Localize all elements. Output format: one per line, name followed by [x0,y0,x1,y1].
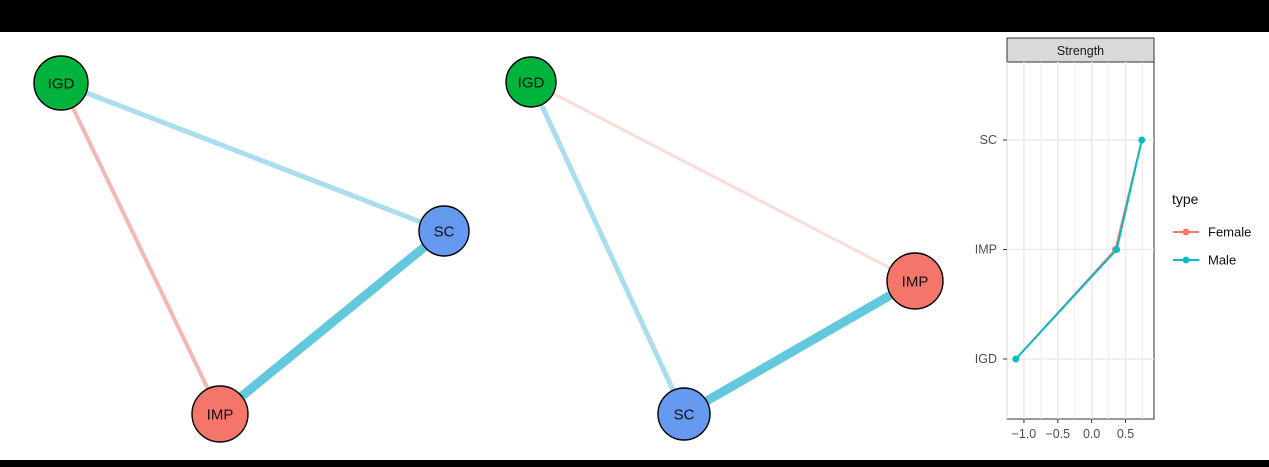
y-axis-tick-label-igd: IGD [975,352,997,366]
legend-key-point-male [1182,256,1190,264]
node-label-imp: IMP [207,407,234,424]
node-sc[interactable]: SC [657,387,711,441]
node-label-sc: SC [674,407,695,424]
node-label-igd: IGD [518,75,545,92]
edge-igd-imp [70,105,211,391]
edge-igd-imp [551,91,892,270]
plot-panel-background [1006,61,1155,420]
female-edge-group [70,90,429,401]
node-igd[interactable]: IGD [505,56,557,108]
node-label-sc: SC [434,224,455,241]
male-edge-group [538,91,894,406]
edge-igd-sc [84,90,423,225]
legend-item-female[interactable]: Female [1173,225,1251,240]
node-circle-igd [505,56,557,108]
edge-imp-sc [238,242,429,401]
x-axis-tick-label: 0.5 [1117,427,1134,441]
legend-key-point-female [1182,228,1190,236]
network-panel-male: IGD IMP SC [487,32,967,460]
series-point-male-igd [1012,355,1020,363]
node-sc[interactable]: SC [418,205,470,257]
female-network-graph: IGD SC IMP [33,55,470,443]
facet-strip-label: Strength [1057,44,1104,58]
legend-item-male[interactable]: Male [1173,253,1236,268]
node-label-imp: IMP [902,274,929,291]
network-panel-female: IGD SC IMP [0,32,487,460]
legend-label-female: Female [1208,225,1251,240]
male-node-group: IGD IMP SC [505,56,944,441]
node-circle-sc [418,205,470,257]
female-node-group: IGD SC IMP [33,55,470,443]
male-network-graph: IGD IMP SC [505,56,944,441]
node-igd[interactable]: IGD [33,55,89,111]
node-circle-sc [657,387,711,441]
node-label-igd: IGD [48,76,75,93]
edge-sc-imp [703,290,894,406]
facet-strip [1006,37,1155,63]
x-axis-tick-label: −1.0 [1012,427,1037,441]
legend-title: type [1172,191,1199,207]
node-circle-imp [191,385,249,443]
y-axis-tick-label-sc: SC [980,133,997,147]
x-axis-tick-label: 0.0 [1083,427,1100,441]
node-imp[interactable]: IMP [886,252,944,310]
legend-label-male: Male [1208,253,1236,268]
x-axis-tick-label: −0.5 [1045,427,1070,441]
node-circle-igd [33,55,89,111]
series-point-male-sc [1138,136,1146,144]
edge-igd-sc [538,102,676,393]
series-point-male-imp [1113,246,1121,253]
y-axis-tick-label-imp: IMP [975,243,997,257]
node-circle-imp [886,252,944,310]
node-imp[interactable]: IMP [191,385,249,443]
